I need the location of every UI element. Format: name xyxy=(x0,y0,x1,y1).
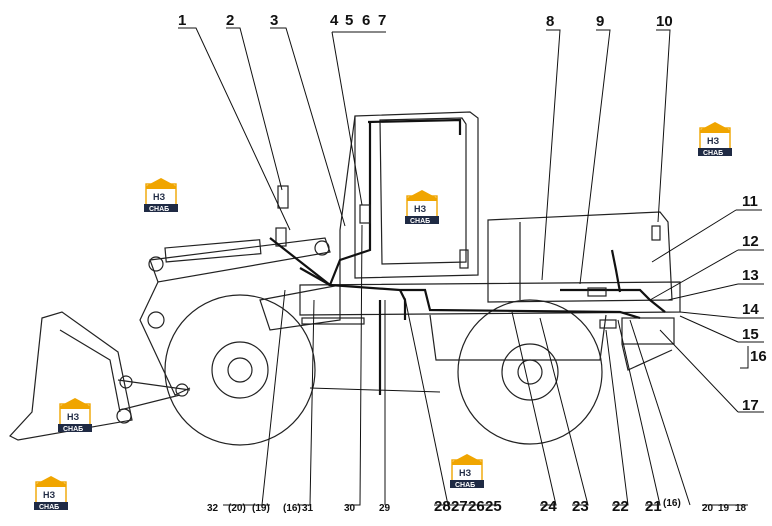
callout-4: 4 xyxy=(330,12,339,29)
callout-29: 29 xyxy=(379,503,391,514)
wiring-harness xyxy=(269,118,666,395)
callout-23: 23 xyxy=(572,498,589,515)
callout-25: 25 xyxy=(485,498,502,515)
svg-text:СНАБ: СНАБ xyxy=(149,206,169,213)
callout-3: 3 xyxy=(270,12,278,29)
svg-text:НЗ: НЗ xyxy=(707,136,719,146)
svg-text:НЗ: НЗ xyxy=(43,490,55,500)
loader-body xyxy=(9,111,681,446)
callout-15: 15 xyxy=(742,326,759,343)
callout-8: 8 xyxy=(546,13,554,30)
callout-7: 7 xyxy=(378,12,386,29)
callout-12: 12 xyxy=(742,233,759,250)
callout-19: 19 xyxy=(718,503,730,514)
callout-17: 17 xyxy=(742,397,759,414)
callout-28: 28 xyxy=(434,498,451,515)
callouts-right: 11 12 13 14 15 16 17 xyxy=(742,193,767,414)
watermark-logo: НЗ СНАБ xyxy=(34,476,68,511)
callout-30: 30 xyxy=(344,503,356,514)
watermark-logo: НЗ СНАБ xyxy=(450,454,484,489)
svg-text:НЗ: НЗ xyxy=(459,468,471,478)
callout-32: 32 xyxy=(207,503,219,514)
callouts-bottom: 32 (20) (19) (16) 31 30 29 28 27 26 25 2… xyxy=(207,498,747,515)
callout-27: 27 xyxy=(451,498,468,515)
svg-text:СНАБ: СНАБ xyxy=(410,218,430,225)
svg-text:СНАБ: СНАБ xyxy=(39,504,59,511)
callout-21: 21 xyxy=(645,498,662,515)
watermark-logo: НЗ СНАБ xyxy=(58,398,92,433)
callout-9: 9 xyxy=(596,13,604,30)
callout-13: 13 xyxy=(742,267,759,284)
leader-lines xyxy=(178,27,764,506)
callout-18: 18 xyxy=(735,503,747,514)
svg-text:НЗ: НЗ xyxy=(67,412,79,422)
callout-19-ref: (19) xyxy=(252,503,270,514)
callout-31: 31 xyxy=(302,503,314,514)
svg-text:СНАБ: СНАБ xyxy=(703,150,723,157)
callout-1: 1 xyxy=(178,12,186,29)
callouts-top: 1 2 3 4 5 6 7 8 9 10 xyxy=(178,12,673,30)
callout-10: 10 xyxy=(656,13,673,30)
callout-5: 5 xyxy=(345,12,353,29)
callout-26: 26 xyxy=(468,498,485,515)
callout-6: 6 xyxy=(362,12,370,29)
callout-11: 11 xyxy=(742,193,758,210)
callout-16-ref-a: (16) xyxy=(283,503,301,514)
svg-text:СНАБ: СНАБ xyxy=(63,426,83,433)
callout-20-ref: (20) xyxy=(228,503,246,514)
watermark-logo: НЗ СНАБ xyxy=(698,122,732,157)
callout-16-ref-b: (16) xyxy=(663,498,681,509)
svg-text:НЗ: НЗ xyxy=(414,204,426,214)
svg-text:СНАБ: СНАБ xyxy=(455,482,475,489)
callout-14: 14 xyxy=(742,301,759,318)
callout-22: 22 xyxy=(612,498,629,515)
callout-20: 20 xyxy=(702,503,714,514)
watermark-logo: НЗ СНАБ xyxy=(144,178,178,213)
callout-24: 24 xyxy=(540,498,557,515)
callout-16: 16 xyxy=(750,348,767,365)
watermark-logo: НЗ СНАБ xyxy=(405,190,439,225)
svg-text:НЗ: НЗ xyxy=(153,192,165,202)
watermark-logos: НЗ СНАБ НЗ СНАБ НЗ СНАБ НЗ СНАБ xyxy=(34,122,732,511)
callout-2: 2 xyxy=(226,12,234,29)
